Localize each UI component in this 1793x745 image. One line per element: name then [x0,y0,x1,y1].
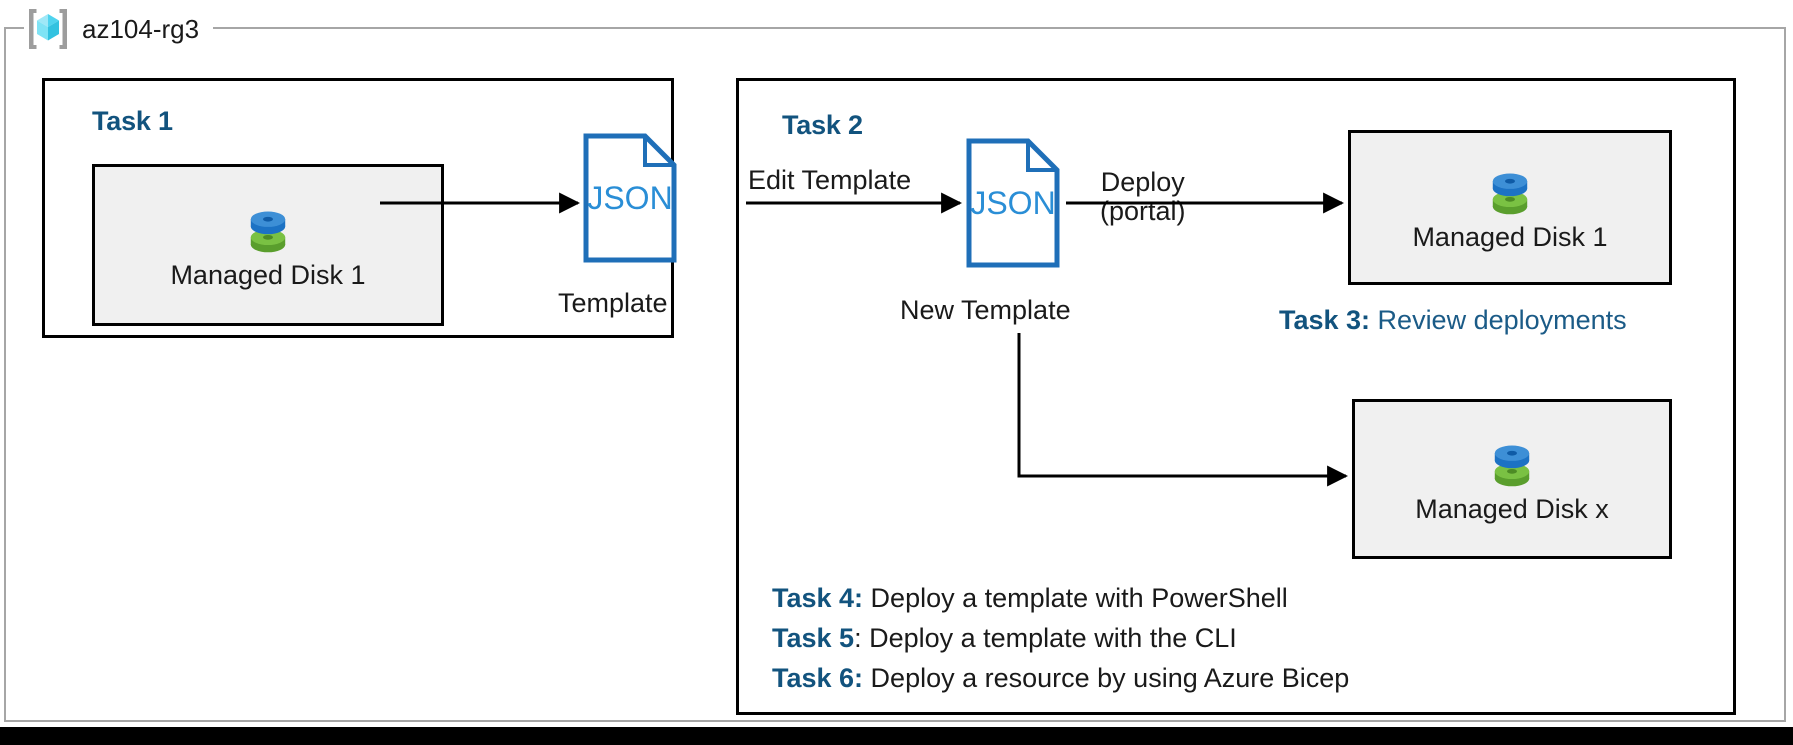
task-6-key: Task 6: [772,663,864,693]
task-4-description: Deploy a template with PowerShell [863,583,1288,613]
task-2-heading: Task 2 [782,110,863,140]
task-3-key: Task 3: [1279,305,1371,335]
json-document-icon-template: JSON [583,133,677,263]
azure-resource-group-icon [24,5,72,53]
managed-disk-1-deployed-box: Managed Disk 1 [1348,130,1672,285]
deploy-label-line-2: (portal) [1100,196,1186,227]
new-template-caption: New Template [900,295,1071,325]
task-5-key: Task 5 [772,623,855,653]
task-list: Task 4: Deploy a template with PowerShel… [772,578,1349,698]
task-5-description: Deploy a template with the CLI [869,623,1237,653]
task-6-row: Task 6: Deploy a resource by using Azure… [772,658,1349,698]
task-4-row: Task 4: Deploy a template with PowerShel… [772,578,1349,618]
edge-label-edit-template: Edit Template [748,165,912,195]
resource-group-name: az104-rg3 [82,14,200,44]
task-6-description: Deploy a resource by using Azure Bicep [863,663,1350,693]
task-3-note: Task 3: Review deployments [1279,307,1627,334]
managed-disk-1-deployed-label: Managed Disk 1 [1412,222,1608,252]
managed-disk-icon [1483,436,1541,494]
json-badge-text-2: JSON [970,185,1055,221]
edge-label-deploy: Deploy (portal) [1100,167,1186,227]
task-4-key: Task 4: [772,583,864,613]
managed-disk-x-label: Managed Disk x [1415,493,1609,524]
json-badge-text-1: JSON [587,180,672,216]
managed-disk-1-source-box: Managed Disk 1 [92,164,444,326]
bottom-strip [0,727,1793,745]
template-caption: Template [558,288,668,318]
task-1-heading: Task 1 [92,106,173,136]
managed-disk-1-source-label: Managed Disk 1 [170,259,366,290]
json-document-icon-new-template: JSON [966,138,1060,268]
resource-group-frame [4,27,1786,722]
managed-disk-icon [239,202,297,260]
task-5-separator: : [854,623,870,653]
deploy-label-line-1: Deploy [1100,167,1185,197]
task-2-container [736,78,1736,715]
task-5-row: Task 5: Deploy a template with the CLI [772,618,1349,658]
task-3-description: Review deployments [1370,305,1627,335]
managed-disk-icon [1481,164,1539,222]
resource-group-title: az104-rg3 [24,9,214,49]
managed-disk-x-box: Managed Disk x [1352,399,1672,559]
